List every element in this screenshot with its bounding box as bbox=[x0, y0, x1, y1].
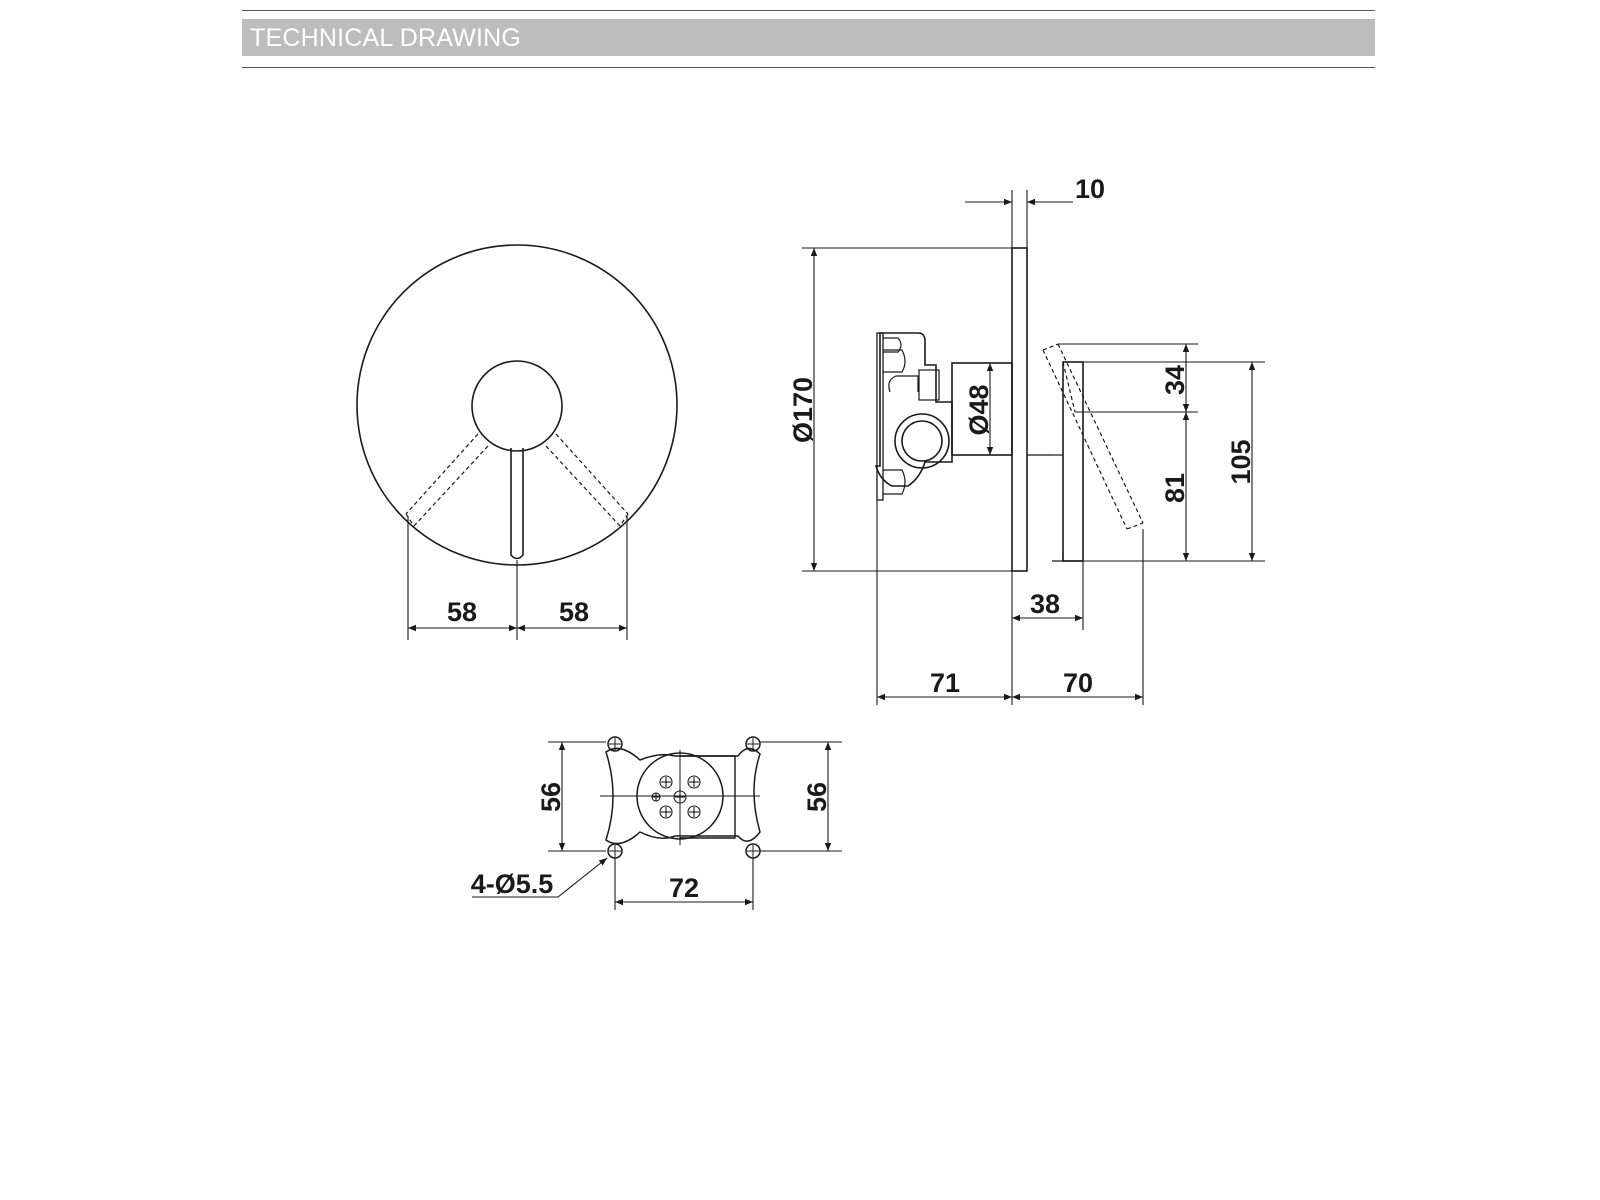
handle-base bbox=[1062, 361, 1084, 562]
handle-rotation-right bbox=[545, 433, 629, 527]
dim-label-body-diameter: Ø48 bbox=[964, 384, 994, 435]
mount-bracket bbox=[605, 747, 761, 845]
header-band: TECHNICAL DRAWING bbox=[242, 19, 1375, 56]
dim-label-handle-top: 34 bbox=[1160, 365, 1190, 395]
wall-plate bbox=[1011, 247, 1028, 572]
handle-side-rotation bbox=[1042, 343, 1144, 530]
hole-callout-leader bbox=[472, 857, 608, 898]
header-bottom-rule bbox=[242, 67, 1375, 68]
dim-label-plate-diameter: Ø170 bbox=[788, 377, 818, 443]
side-view bbox=[802, 190, 1265, 705]
header-top-rule bbox=[242, 10, 1375, 11]
mount-hole-tr bbox=[745, 736, 761, 752]
handle-lever bbox=[510, 448, 524, 560]
dim-label-right-58: 58 bbox=[559, 597, 589, 627]
header: TECHNICAL DRAWING bbox=[242, 10, 1375, 68]
valve-screws bbox=[651, 775, 701, 819]
dim-label-mount-height-left: 56 bbox=[536, 782, 566, 812]
valve-fitting bbox=[874, 332, 953, 487]
dim-label-left-58: 58 bbox=[447, 597, 477, 627]
outlet-port-inner bbox=[901, 420, 943, 462]
front-view bbox=[356, 244, 678, 640]
dim-label-handle-lower: 81 bbox=[1160, 473, 1190, 503]
dim-label-hole-spacing: 72 bbox=[669, 873, 699, 903]
mount-view bbox=[472, 736, 842, 910]
mount-hole-tl bbox=[607, 736, 623, 752]
page-title: TECHNICAL DRAWING bbox=[250, 24, 522, 52]
dim-label-depth-front: 70 bbox=[1063, 668, 1093, 698]
dim-label-mount-height-right: 56 bbox=[802, 782, 832, 812]
outlet-port-outer bbox=[894, 413, 950, 469]
dim-label-depth-rear: 71 bbox=[930, 668, 960, 698]
handle-hub bbox=[471, 360, 563, 452]
dim-label-handle-height: 105 bbox=[1226, 439, 1256, 484]
cover-plate bbox=[356, 244, 678, 566]
dim-label-plate-thickness: 10 bbox=[1075, 174, 1105, 204]
handle-rotation-left bbox=[405, 433, 489, 527]
dim-label-handle-offset: 38 bbox=[1030, 589, 1060, 619]
dim-label-holes: 4-Ø5.5 bbox=[471, 869, 554, 899]
